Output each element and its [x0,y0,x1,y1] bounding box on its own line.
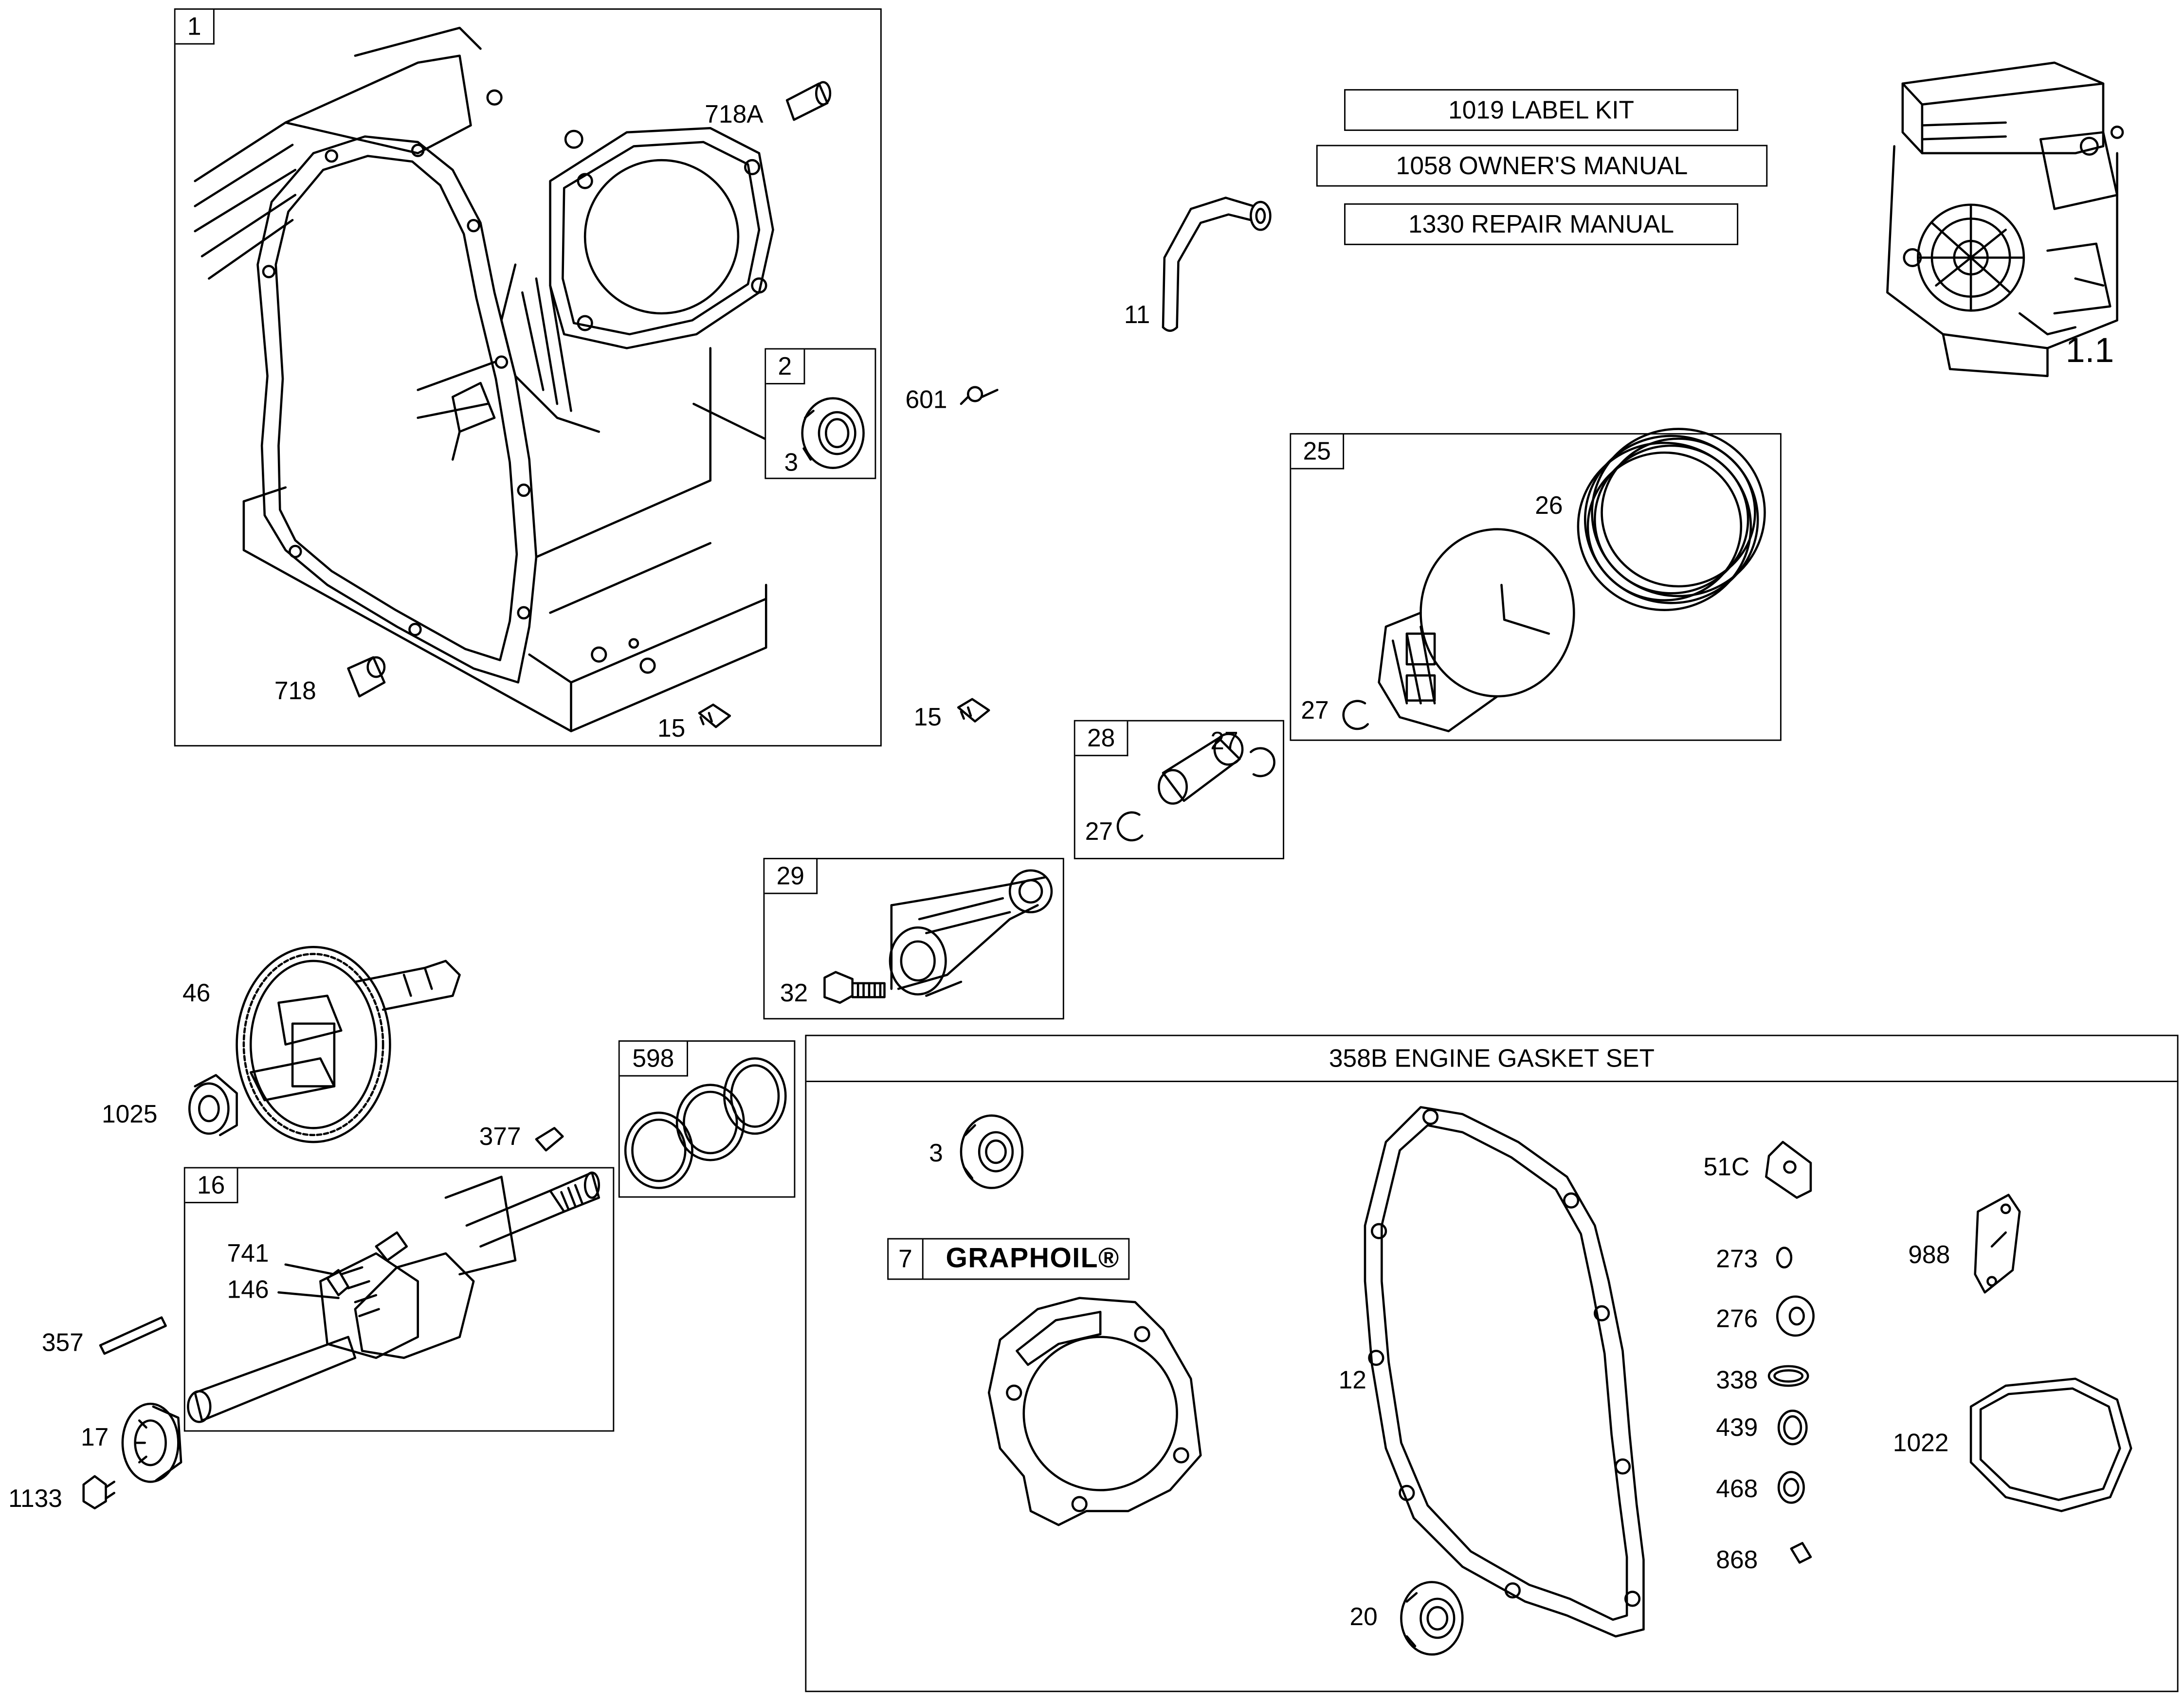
callout-27c: 27 [1085,817,1113,846]
seal-276-drawing [1776,1295,1815,1337]
callout-15: 15 [657,714,686,742]
box-connecting-rod [763,858,1064,1020]
gasket-988-drawing [1974,1194,2021,1294]
camshaft-gear-46-drawing [236,946,461,1143]
plug-868-drawing [1790,1542,1812,1564]
head-gasket-drawing [987,1297,1202,1526]
oring-338-drawing [1767,1365,1809,1387]
callout-718a: 718A [705,100,764,128]
key-377-drawing [535,1127,564,1152]
group-number-2: 2 [766,349,805,384]
callout-15b: 15 [913,703,942,731]
box-seals [618,1040,796,1198]
retaining-ring-27b-drawing [1250,747,1275,778]
callout-46: 46 [182,979,211,1007]
callout-32: 32 [780,979,808,1007]
bolt-1133-drawing [82,1475,115,1510]
callout-741: 741 [227,1239,269,1267]
retaining-ring-27-drawing [1342,700,1369,730]
bushing-718a-drawing [785,81,832,121]
callout-3: 3 [784,448,799,476]
plug-15-drawing [698,704,731,728]
box-piston-pin [1074,720,1284,860]
bolt-32-drawing [823,971,886,1004]
oil-seal-20-drawing [1400,1581,1464,1656]
leader-lines-crank [277,1263,340,1299]
box-piston [1290,433,1782,741]
gasket-set-title: 358B ENGINE GASKET SET [806,1036,2177,1082]
repair-manual: 1330 REPAIR MANUAL [1344,203,1739,245]
callout-868: 868 [1716,1546,1758,1574]
callout-17: 17 [81,1423,109,1451]
callout-11: 11 [1124,301,1150,329]
crankshaft-drawing [187,1171,601,1423]
callout-1133: 1133 [8,1485,62,1513]
callout-27: 27 [1301,696,1329,724]
box-engine-block [174,8,882,747]
bearing-17-drawing [121,1402,182,1483]
group-number-16: 16 [185,1168,238,1203]
callout-468: 468 [1716,1475,1758,1503]
graphoil-label: 7 GRAPHOIL® [887,1238,1129,1280]
callout-12: 12 [1338,1366,1366,1394]
graphoil-text: GRAPHOIL® [946,1243,1120,1274]
gasket-51c-drawing [1765,1141,1812,1199]
callout-377: 377 [479,1122,521,1151]
piston-pin-drawing [1158,733,1244,805]
leader-line-2 [692,402,766,440]
piston-rings-26-drawing [1577,428,1766,611]
box-gasket-set [805,1034,2179,1692]
callout-439: 439 [1716,1413,1758,1442]
box-oil-seal [764,348,876,479]
bushing-1025-drawing [188,1074,238,1137]
callout-1022: 1022 [1893,1429,1949,1457]
piston-drawing [1378,528,1575,732]
engine-picture [1886,61,2124,378]
plug-15b-drawing [957,698,990,723]
washer-439-drawing [1777,1410,1808,1446]
callout-338: 338 [1716,1366,1758,1394]
callout-601: 601 [905,385,947,414]
callout-20: 20 [1349,1603,1378,1631]
gear-741-drawing [326,1266,380,1318]
callout-988: 988 [1908,1241,1950,1269]
connecting-rod-drawing [889,869,1053,997]
callout-357: 357 [41,1328,84,1357]
box-crankshaft [183,1167,615,1432]
oil-seal-3-drawing [801,397,865,470]
breather-tube-11-drawing [1162,197,1272,332]
owners-manual: 1058 OWNER'S MANUAL [1316,145,1768,187]
washer-273-drawing [1776,1247,1793,1268]
group-number-598: 598 [619,1041,688,1077]
gasket-1022-drawing [1969,1377,2132,1512]
washer-468-drawing [1777,1471,1805,1504]
callout-718: 718 [274,677,316,705]
callout-26: 26 [1535,491,1563,520]
group-number-1: 1 [175,10,215,45]
engine-reference: 1.1 [2065,331,2114,371]
label-kit: 1019 LABEL KIT [1344,89,1739,131]
graphoil-number: 7 [889,1239,924,1279]
callout-51c: 51C [1703,1153,1750,1181]
group-number-29: 29 [764,859,818,894]
engine-block-drawing [194,26,774,732]
group-number-25: 25 [1291,435,1345,470]
oil-seal-3-gasket-drawing [960,1114,1024,1189]
callout-27b: 27 [1210,727,1238,755]
retaining-ring-27c-drawing [1116,811,1144,842]
callout-146: 146 [227,1275,269,1304]
crankcase-gasket-12-drawing [1364,1106,1645,1638]
callout-276: 276 [1716,1304,1758,1333]
seals-598-drawing [624,1057,787,1189]
pin-357-drawing [99,1316,167,1355]
callout-3-gasket: 3 [929,1139,943,1167]
callout-1025: 1025 [101,1100,158,1128]
clamp-601-drawing [960,386,999,405]
group-number-28: 28 [1075,721,1128,757]
bushing-718-drawing [347,656,386,698]
callout-273: 273 [1716,1245,1758,1273]
